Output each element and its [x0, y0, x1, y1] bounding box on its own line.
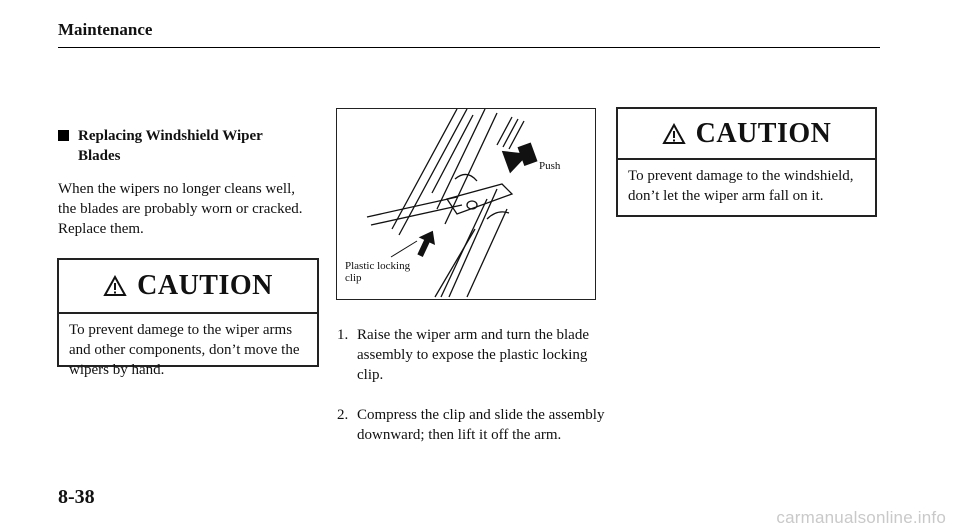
- caution-text: To prevent damege to the wiper arms and …: [69, 322, 300, 378]
- wiper-drawing: [366, 109, 538, 298]
- section-title: Replacing Windshield Wiper Blades: [58, 126, 298, 166]
- caution-heading-text: CAUTION: [695, 117, 832, 149]
- caution-box-left: CAUTION To prevent damege to the wiper a…: [57, 258, 319, 378]
- instruction-steps: 1. Raise the wiper arm and turn the blad…: [337, 325, 607, 465]
- watermark: carmanualsonline.info: [776, 508, 946, 527]
- caution-heading: CAUTION: [59, 260, 317, 314]
- label-plastic-locking-clip: Plastic locking clip: [345, 260, 411, 284]
- section-paragraph: When the wipers no longer cleans well, t…: [58, 181, 303, 237]
- square-bullet-icon: [58, 130, 69, 141]
- step-number: 1.: [337, 327, 349, 343]
- caution-heading-text: CAUTION: [137, 270, 273, 301]
- label-push: Push: [539, 160, 561, 172]
- section-title-text: Replacing Windshield Wiper Blades: [78, 128, 263, 164]
- header-rule: [58, 47, 880, 48]
- step-text: Compress the clip and slide the assembly…: [357, 407, 605, 443]
- page-header-title: Maintenance: [58, 20, 153, 39]
- step-item: 1. Raise the wiper arm and turn the blad…: [337, 325, 607, 385]
- push-arrow-icon: [501, 142, 538, 174]
- step-text: Raise the wiper arm and turn the blade a…: [357, 327, 590, 383]
- step-number: 2.: [337, 407, 349, 423]
- warning-triangle-icon: [103, 275, 127, 296]
- wiper-blade-illustration: Push Plastic locking clip: [336, 108, 596, 300]
- caution-box-right: CAUTION To prevent damage to the windshi…: [616, 107, 877, 217]
- caution-text: To prevent damage to the windshield, don…: [628, 168, 854, 204]
- step-item: 2. Compress the clip and slide the assem…: [337, 405, 607, 445]
- page-number: 8-38: [58, 486, 95, 508]
- warning-triangle-icon: [661, 122, 686, 144]
- caution-heading: CAUTION: [618, 109, 875, 160]
